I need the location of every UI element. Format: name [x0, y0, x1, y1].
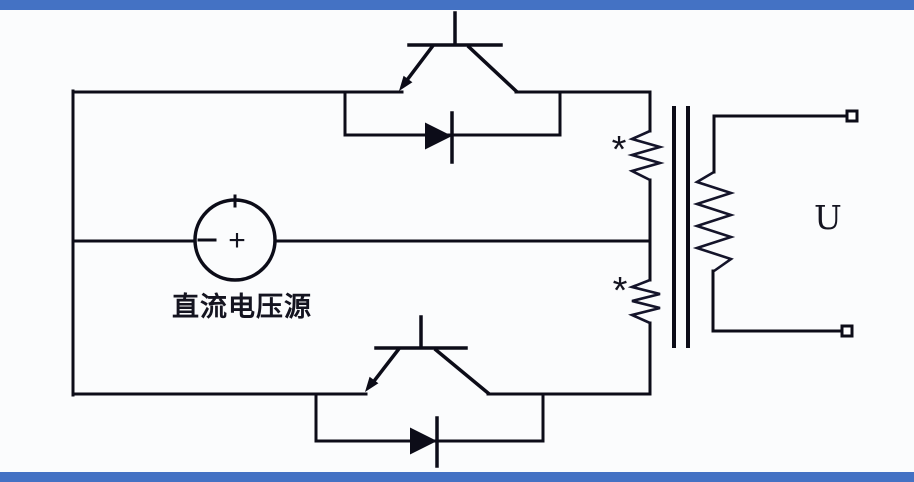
emitter-lead: [368, 347, 401, 388]
circuit-wires: [71, 89, 652, 397]
primary-winding-top: [627, 129, 665, 182]
emitter-lead: [401, 44, 435, 87]
secondary-lead-top: [712, 114, 853, 174]
freewheel-diode-bottom: [314, 392, 545, 468]
diode-anode-triangle: [410, 427, 437, 455]
emitter-arrow: [399, 75, 413, 91]
collector-lead: [466, 44, 519, 94]
secondary-winding: [692, 170, 736, 273]
dc-source-label: 直流电压源: [172, 292, 312, 322]
primary-winding-bottom: [627, 278, 661, 325]
output-section: U: [711, 109, 859, 338]
polarity-dot-top: *: [612, 129, 627, 171]
output-terminal-bottom: [840, 324, 854, 338]
plus-terminal-mark: +: [228, 224, 246, 257]
output-terminal-top: [845, 109, 859, 123]
dc-voltage-source: +: [193, 194, 277, 282]
freewheel-diode-top: [343, 90, 562, 164]
bottom-border-bar: [0, 472, 914, 482]
top-border-bar: [0, 0, 914, 10]
collector-lead: [433, 347, 491, 396]
transistor-top: [399, 11, 519, 94]
transistor-bottom: [365, 315, 491, 396]
polarity-dot-bottom: *: [613, 270, 628, 312]
transformer: * *: [612, 106, 736, 348]
emitter-arrow: [365, 376, 379, 392]
secondary-lead-bottom: [711, 269, 848, 333]
diode-anode-triangle: [425, 122, 452, 150]
diode-loop-wire: [314, 392, 545, 443]
output-voltage-label: U: [814, 198, 842, 237]
